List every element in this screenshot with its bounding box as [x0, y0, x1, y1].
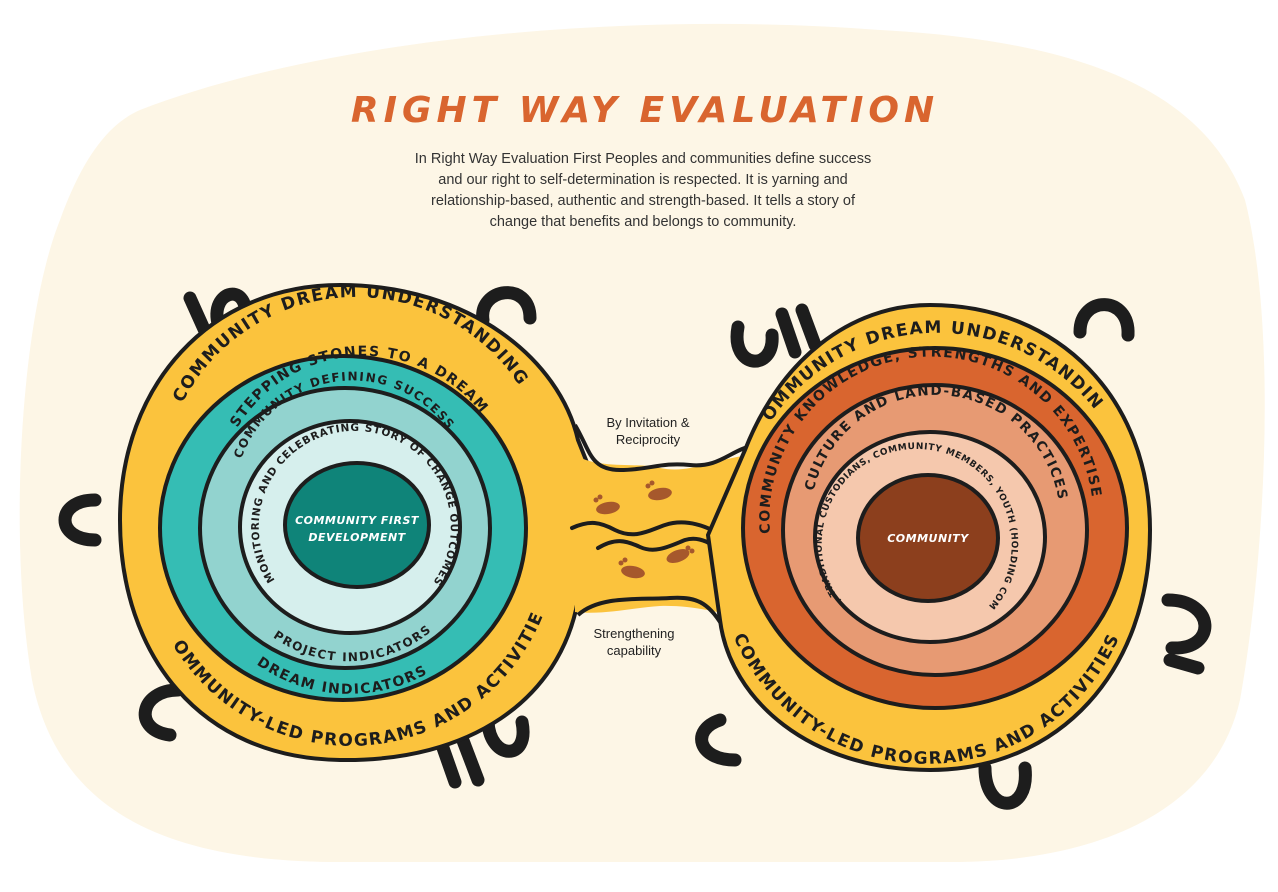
connector-fill: [575, 455, 750, 620]
u-shape-symbol-icon: [1073, 298, 1135, 342]
u-shape-symbol-icon: [775, 307, 802, 359]
connector-top-edge: [573, 423, 756, 473]
right-core: [856, 473, 1000, 603]
footprints-icon: [593, 480, 695, 579]
intro-line: change that benefits and belongs to comm…: [490, 214, 797, 230]
u-shape-symbol-icon: [978, 761, 1032, 810]
u-shape-symbol-icon: [455, 731, 485, 787]
left-core-label: COMMUNITY FIRST: [295, 514, 420, 527]
left-core-label: DEVELOPMENT: [308, 531, 406, 544]
connector-bottom-note: capability: [607, 643, 662, 658]
page-title: RIGHT WAY EVALUATION: [351, 90, 939, 131]
intro-line: relationship-based, authentic and streng…: [431, 193, 856, 209]
u-shape-symbol-icon: [1161, 593, 1212, 655]
left-core: [283, 461, 431, 589]
intro-line: In Right Way Evaluation First Peoples an…: [415, 151, 871, 167]
intro-paragraph: In Right Way Evaluation First Peoples an…: [415, 151, 871, 230]
u-shape-symbol-icon: [58, 493, 102, 547]
connector-bottom-edge: [576, 595, 727, 632]
intro-line: and our right to self-determination is r…: [438, 172, 847, 188]
u-shape-symbol-icon: [138, 683, 185, 742]
u-shape-symbol-icon: [435, 738, 462, 789]
connector-top-note: Reciprocity: [616, 432, 681, 447]
river-line-icon: [570, 520, 714, 537]
u-shape-symbol-icon: [1163, 653, 1205, 675]
river-line-icon: [596, 536, 714, 552]
u-shape-symbol-icon: [730, 320, 779, 368]
connector-bridge: By Invitation & Reciprocity Strengthenin…: [570, 415, 756, 658]
connector-bottom-note: Strengthening: [594, 626, 675, 641]
right-core-label: COMMUNITY: [887, 532, 969, 545]
u-shape-symbol-icon: [476, 286, 537, 327]
u-shape-symbol-icon: [481, 715, 530, 758]
u-shape-symbol-icon: [795, 303, 822, 352]
u-shape-symbol-icon: [695, 713, 742, 767]
connector-top-note: By Invitation &: [606, 415, 689, 430]
